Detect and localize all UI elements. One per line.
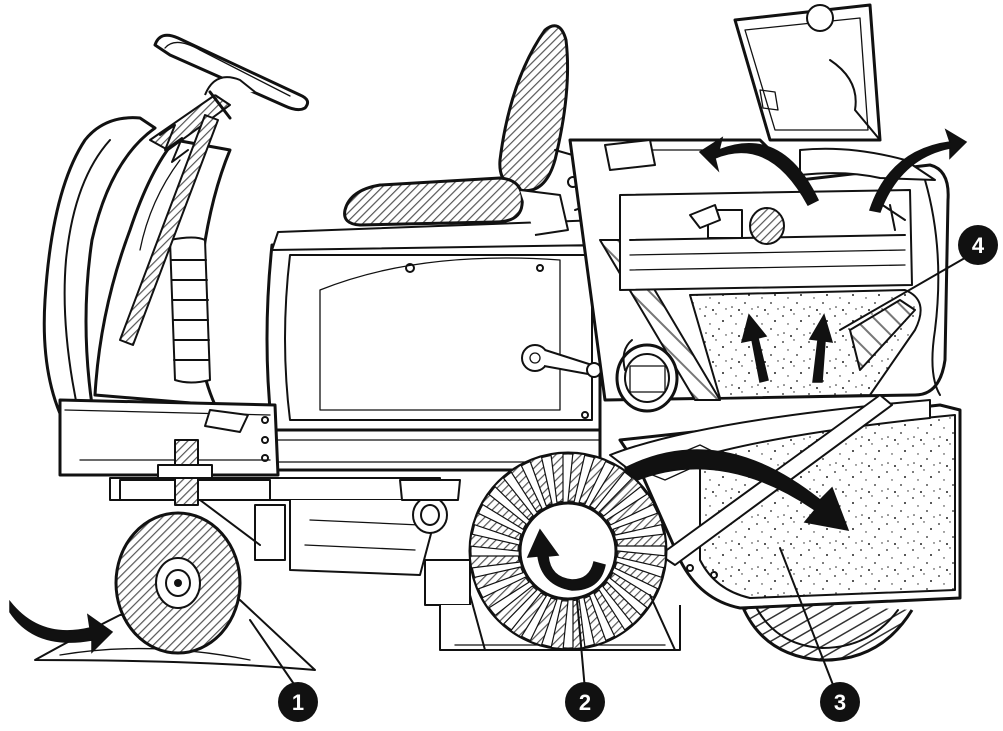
operator-seat bbox=[343, 24, 606, 236]
broom-bristle-tuft bbox=[598, 476, 643, 517]
exhaust-arrow-right-icon bbox=[869, 128, 968, 213]
broom-motor bbox=[399, 479, 461, 534]
front-body bbox=[42, 33, 310, 477]
broom-bristle-tuft bbox=[606, 492, 655, 526]
broom-bristle-tuft bbox=[588, 464, 626, 510]
broom-bristle-tuft bbox=[510, 592, 548, 638]
marker-4-label: 4 bbox=[972, 233, 985, 258]
broom-bristle-tuft bbox=[529, 455, 553, 507]
broom-bristle-tuft bbox=[583, 595, 607, 647]
broom-rotation-arrow-icon bbox=[526, 528, 606, 591]
steering-bellows bbox=[169, 236, 211, 384]
side-brush bbox=[9, 511, 316, 671]
broom-bristle-tuft bbox=[616, 550, 667, 569]
marker-2-label: 2 bbox=[579, 690, 591, 715]
broom-bristle-tuft bbox=[602, 581, 643, 626]
broom-bristle-tuft bbox=[550, 599, 569, 650]
broom-bristle-tuft bbox=[529, 597, 558, 647]
steering-wheel bbox=[153, 33, 310, 120]
rear-wheel bbox=[738, 599, 914, 662]
broom-bristle-tuft bbox=[609, 571, 655, 609]
marker-1: 1 bbox=[278, 682, 318, 722]
broom-bristle-tuft bbox=[550, 452, 564, 503]
exhaust-arrow-left-icon bbox=[698, 136, 819, 206]
filter-housing bbox=[568, 3, 950, 402]
marker-3-label: 3 bbox=[834, 690, 846, 715]
airflow-up-arrow-left-icon bbox=[740, 313, 769, 383]
main-broom bbox=[424, 451, 681, 651]
broom-bristle-tuft bbox=[469, 533, 520, 552]
broom-bristle-tuft bbox=[481, 576, 530, 610]
broom-bristle-tuft bbox=[616, 533, 667, 547]
broom-bristle-tuft bbox=[493, 585, 538, 626]
airflow-up-arrow-right-icon bbox=[808, 313, 834, 383]
broom-bristle-tuft bbox=[578, 455, 607, 505]
broom-bristle-tuft bbox=[614, 561, 664, 590]
debris-hopper bbox=[609, 394, 962, 610]
marker-3: 3 bbox=[820, 682, 860, 722]
side-brush-rotation-arrow-icon bbox=[9, 599, 114, 654]
broom-bristle-tuft bbox=[472, 566, 524, 590]
leader-lines bbox=[249, 254, 971, 691]
marker-1-label: 1 bbox=[292, 690, 304, 715]
marker-4: 4 bbox=[958, 225, 998, 265]
debris-throw-arrow-icon bbox=[623, 449, 850, 531]
broom-bristle-tuft bbox=[469, 555, 520, 569]
broom-bristle-tuft bbox=[481, 493, 527, 531]
broom-bristle-tuft bbox=[509, 464, 543, 513]
vacuum-fan bbox=[615, 339, 679, 413]
broom-bristle-tuft bbox=[493, 476, 534, 521]
broom-bristle-tuft bbox=[593, 589, 627, 638]
broom-bristles bbox=[468, 451, 668, 651]
broom-bristle-tuft bbox=[472, 512, 522, 541]
broom-bristle-tuft bbox=[567, 452, 586, 503]
broom-bristle-tuft bbox=[612, 512, 664, 536]
front-caster bbox=[119, 439, 286, 561]
marker-2: 2 bbox=[565, 682, 605, 722]
